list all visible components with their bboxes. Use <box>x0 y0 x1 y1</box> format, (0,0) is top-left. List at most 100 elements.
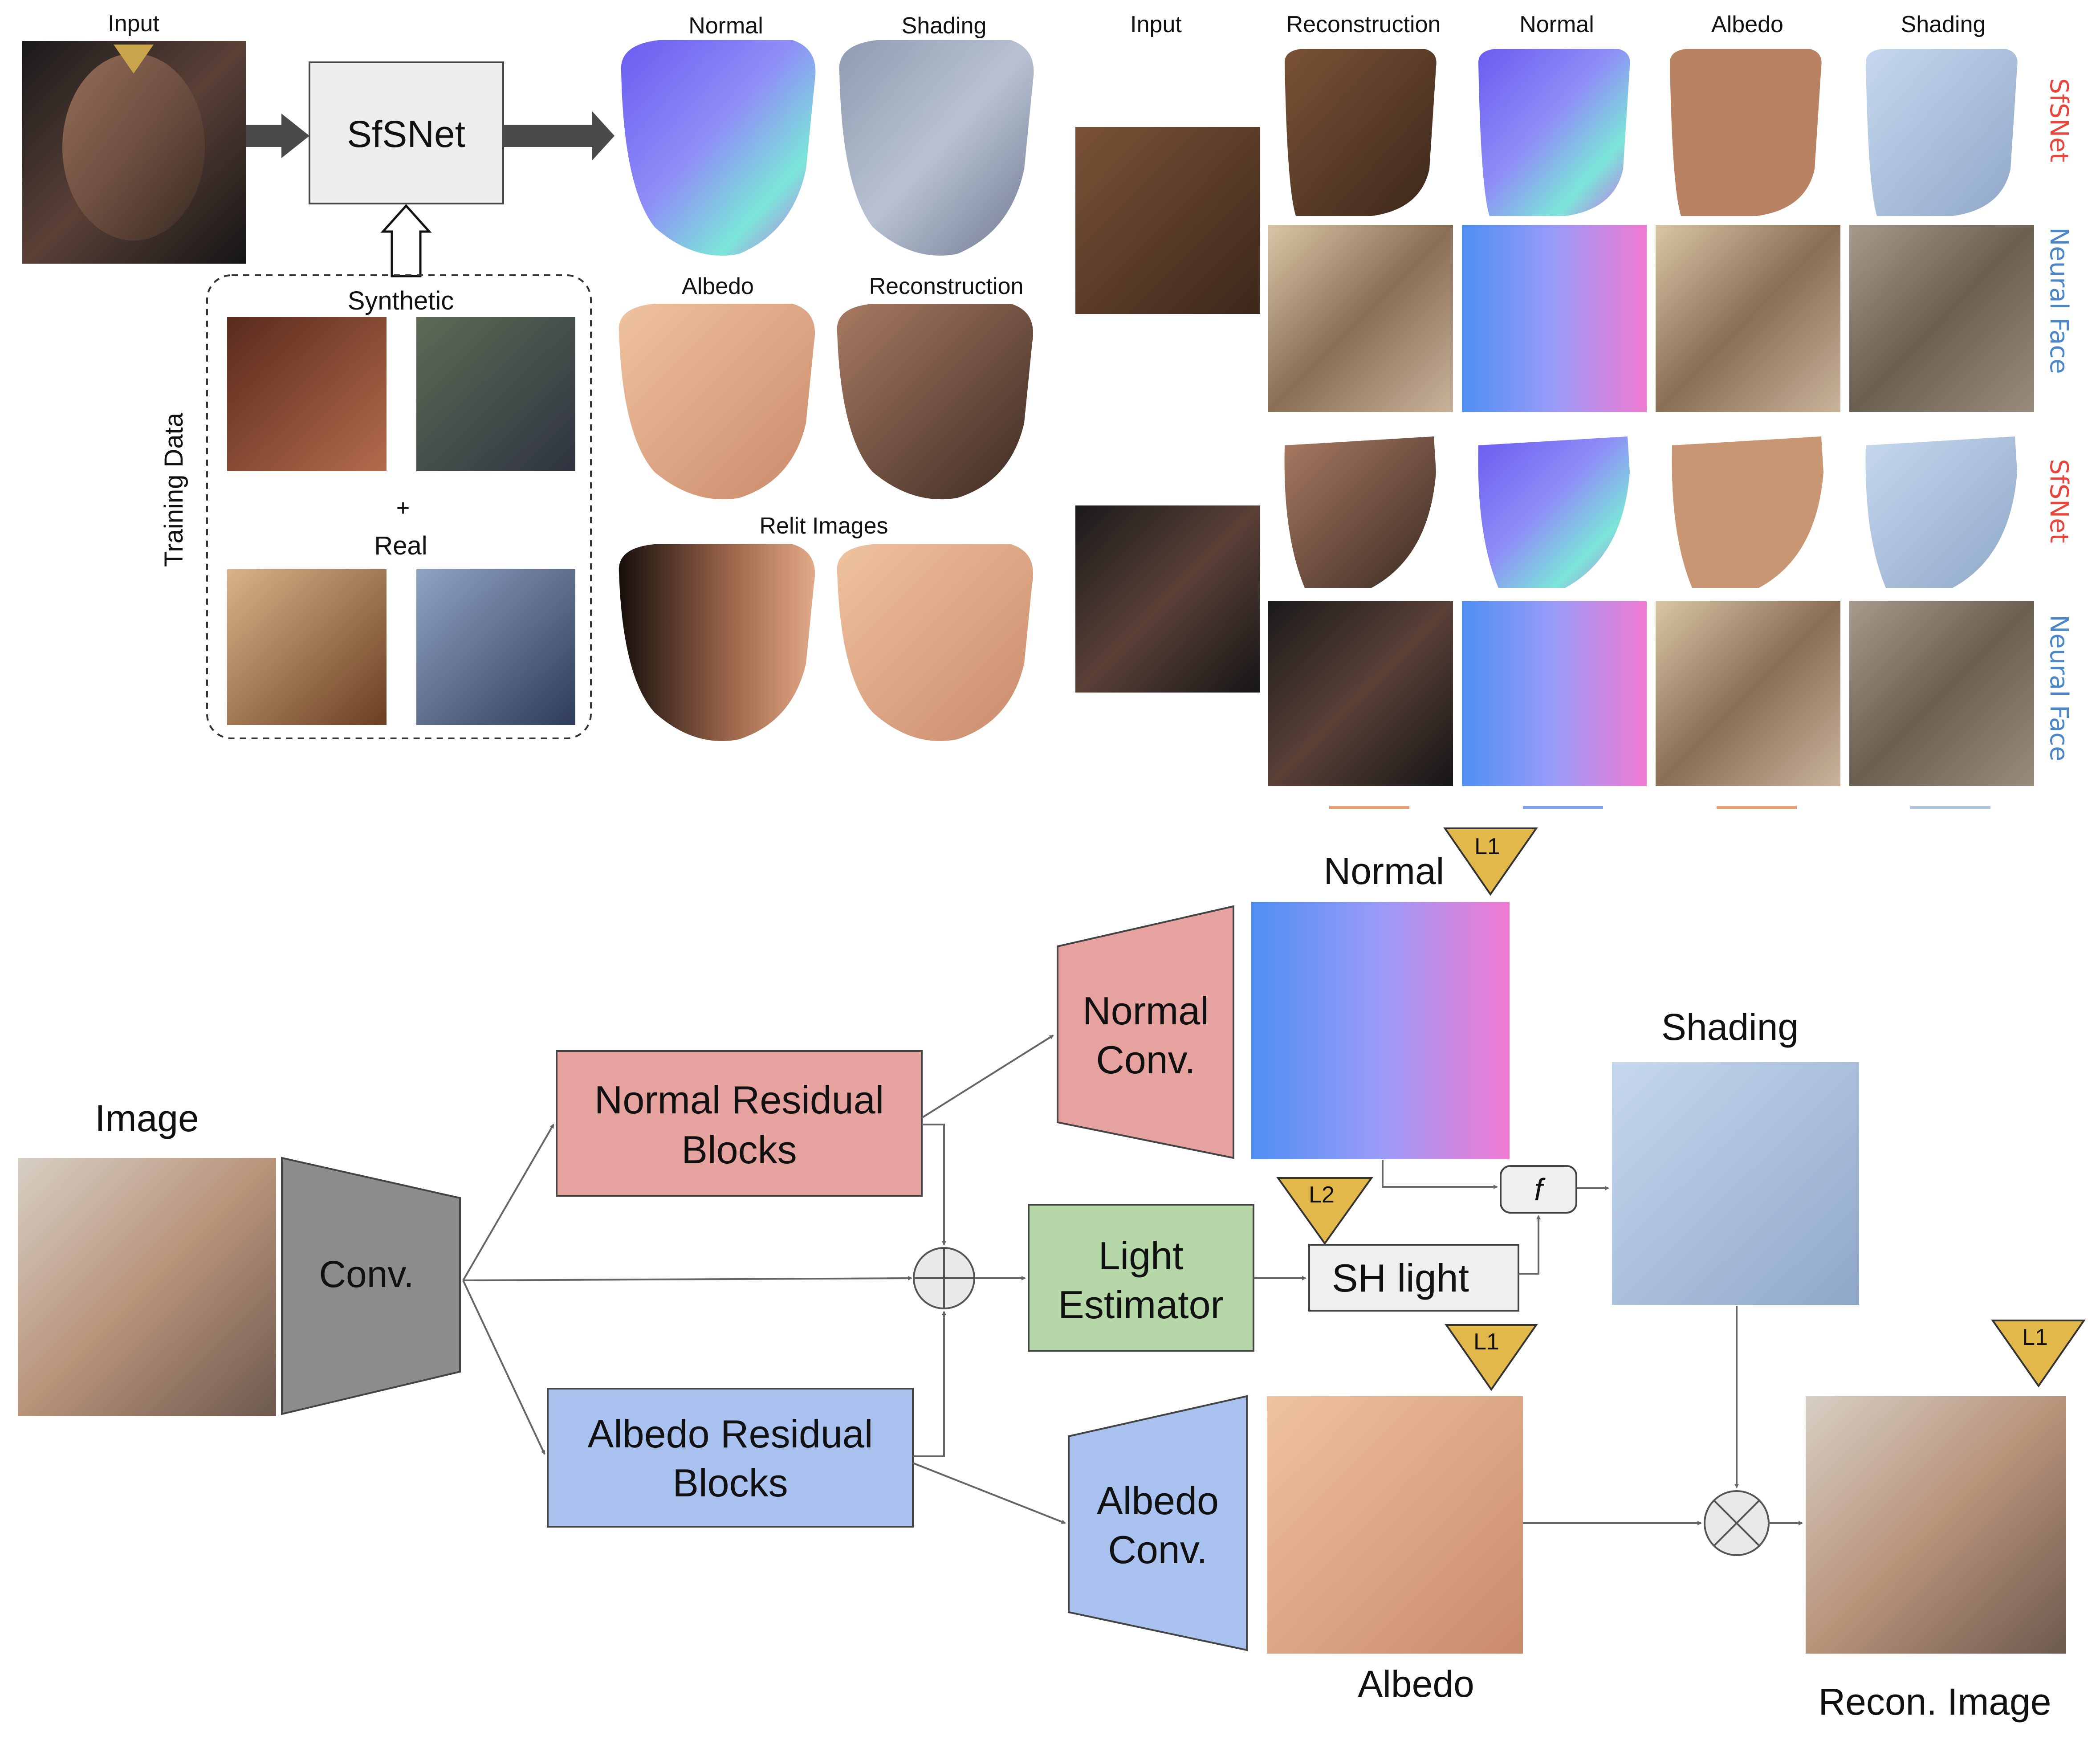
sh-light-box <box>1308 1244 1519 1312</box>
normal-output-image <box>1251 902 1510 1159</box>
loss-light-label: L2 <box>1309 1182 1335 1208</box>
row4-shading <box>1849 601 2034 786</box>
image-label: Image <box>95 1097 199 1139</box>
col-header-shading: Shading <box>1901 12 1986 37</box>
conv-block <box>281 1157 461 1415</box>
col-header-input: Input <box>1130 12 1182 37</box>
normal-residual-block <box>556 1050 923 1197</box>
output-albedo-mask <box>619 304 815 500</box>
multiply-node <box>1704 1490 1770 1556</box>
comparison-input-1 <box>1075 127 1260 314</box>
input-label: Input <box>108 11 159 37</box>
col-header-reconstruction: Reconstruction <box>1286 12 1441 37</box>
row-label-neural-face-2: Neural Face <box>2044 615 2073 761</box>
loss-light: L2 <box>1276 1177 1373 1245</box>
shading-output-image <box>1612 1062 1859 1305</box>
albedo-conv-line2: Conv. <box>1108 1528 1207 1572</box>
row1-shading <box>1866 49 2018 216</box>
albedo-residual-line2: Blocks <box>672 1461 788 1505</box>
recon-output-image <box>1806 1396 2066 1654</box>
relit-image-1 <box>619 544 815 741</box>
col-header-normal: Normal <box>1519 12 1594 37</box>
output-albedo-label: Albedo <box>682 273 754 299</box>
row4-albedo <box>1656 601 1840 786</box>
row1-albedo <box>1670 49 1822 216</box>
grid-bottom-strips <box>1329 806 1990 809</box>
shading-output-label: Shading <box>1661 1006 1799 1048</box>
row-label-neural-face-1: Neural Face <box>2044 227 2073 374</box>
synthetic-face-2 <box>416 317 575 471</box>
row-3-sfsnet <box>1284 436 2017 588</box>
comparison-input-2 <box>1075 505 1260 693</box>
real-face-2 <box>416 569 575 725</box>
normal-conv-line1: Normal <box>1083 989 1209 1033</box>
row-label-sfsnet-2: SfSNet <box>2044 459 2073 543</box>
loss-albedo-label: L1 <box>1473 1329 1499 1355</box>
input-face-image <box>22 41 246 264</box>
row-label-sfsnet-1: SfSNet <box>2044 78 2073 162</box>
albedo-residual-block <box>547 1388 914 1528</box>
albedo-output-image <box>1267 1396 1523 1654</box>
output-normal-label: Normal <box>688 13 763 39</box>
output-reconstruction-label: Reconstruction <box>869 273 1024 299</box>
row-1-sfsnet <box>1285 49 2018 216</box>
sum-node <box>913 1247 975 1309</box>
light-estimator-block <box>1028 1204 1254 1352</box>
output-shading-label: Shading <box>902 13 987 39</box>
albedo-output-label: Albedo <box>1358 1663 1474 1705</box>
sh-light-label: SH light <box>1332 1256 1469 1300</box>
hollow-up-arrow <box>380 204 432 277</box>
row2-albedo <box>1656 225 1840 412</box>
row1-reconstruction <box>1285 49 1437 216</box>
comparison-column-headers: Input Reconstruction Normal Albedo Shadi… <box>1130 12 1986 37</box>
sfsnet-box: SfSNet <box>309 61 504 204</box>
loss-recon: L1 <box>1991 1320 2086 1388</box>
normal-residual-line1: Normal Residual <box>594 1078 884 1122</box>
synthetic-face-1 <box>227 317 387 471</box>
normal-residual-line2: Blocks <box>681 1128 797 1172</box>
row3-shading <box>1865 436 2017 588</box>
row2-reconstruction <box>1268 225 1453 412</box>
relit-image-2 <box>837 544 1033 741</box>
light-estimator-line1: Light <box>1099 1234 1184 1278</box>
output-reconstruction-mask <box>837 304 1033 500</box>
arrow-out-of-sfsnet <box>503 111 615 160</box>
row3-normal <box>1478 436 1630 588</box>
row3-reconstruction <box>1284 436 1436 588</box>
row2-normal <box>1462 225 1647 412</box>
real-label: Real <box>374 531 427 560</box>
pipeline-input-image <box>18 1158 276 1416</box>
albedo-residual-line1: Albedo Residual <box>588 1412 873 1456</box>
row-2-neural-face <box>1268 225 2034 412</box>
row2-shading <box>1849 225 2034 412</box>
light-estimator-line2: Estimator <box>1058 1283 1224 1327</box>
row4-reconstruction <box>1268 601 1453 786</box>
albedo-conv-line1: Albedo <box>1097 1479 1219 1523</box>
loss-normal: L1 <box>1443 827 1538 896</box>
arrow-into-sfsnet <box>246 114 309 158</box>
plus-sign: + <box>396 495 410 521</box>
col-header-albedo: Albedo <box>1711 12 1783 37</box>
recon-output-label: Recon. Image <box>1819 1681 2051 1723</box>
synthetic-label: Synthetic <box>348 286 454 315</box>
loss-recon-label: L1 <box>2022 1324 2048 1350</box>
row1-normal <box>1478 49 1630 216</box>
row4-normal <box>1462 601 1647 786</box>
albedo-conv-block <box>1068 1395 1248 1651</box>
relit-images-label: Relit Images <box>760 513 888 539</box>
normal-conv-block <box>1057 905 1234 1159</box>
loss-albedo: L1 <box>1445 1324 1538 1391</box>
row3-albedo <box>1672 436 1823 588</box>
real-face-1 <box>227 569 387 725</box>
loss-normal-label: L1 <box>1474 834 1500 860</box>
training-data-label: Training Data <box>159 412 188 567</box>
connectors <box>462 1035 1803 1525</box>
normal-output-label: Normal <box>1324 850 1445 892</box>
output-normal-mask <box>621 40 816 256</box>
sfsnet-label: SfSNet <box>347 113 465 155</box>
normal-conv-line2: Conv. <box>1096 1038 1195 1082</box>
f-function-box <box>1500 1165 1577 1214</box>
row-4-neural-face <box>1268 601 2034 786</box>
conv-label: Conv. <box>319 1253 414 1295</box>
